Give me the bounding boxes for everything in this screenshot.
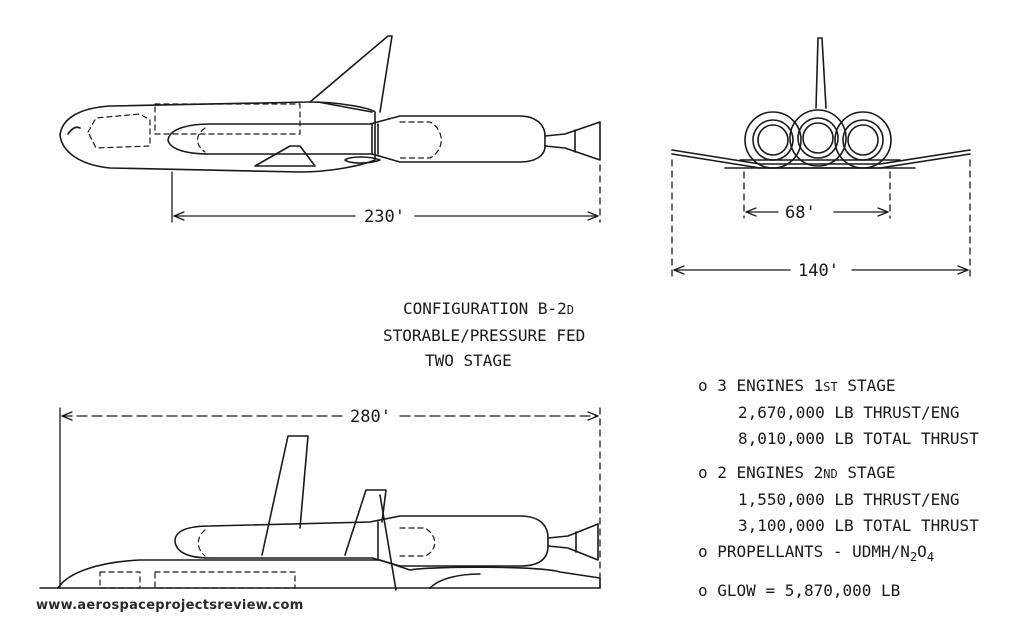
front-view-dimensions [671,159,971,279]
title-line-3: TWO STAGE [425,351,512,370]
side-view-booster [167,115,601,163]
watermark-url: www.aerospaceprojectsreview.com [36,598,304,613]
dim-label-280: 280' [350,407,391,427]
spec-second-stage-engines: o 2 ENGINES 2ND STAGE [698,463,896,482]
configuration-title: CONFIGURATION B-2D STORABLE/PRESSURE FED… [383,296,585,373]
dim-label-230: 230' [364,207,405,227]
specifications-list: o 3 ENGINES 1ST STAGE 2,670,000 LB THRUS… [698,373,979,604]
dim-label-140: 140' [798,261,839,281]
spec-propellants: o PROPELLANTS - UDMH/N2O4 [698,542,935,565]
spec-first-stage-total: 8,010,000 LB TOTAL THRUST [738,429,979,448]
mated-view-dimension [59,407,601,589]
side-view-orbiter [59,35,393,173]
mated-view-orbiter [174,435,599,591]
front-view [671,37,971,169]
spec-first-stage-engines: o 3 ENGINES 1ST STAGE [698,376,896,395]
spec-second-stage-thrust: 1,550,000 LB THRUST/ENG [738,490,960,509]
side-view-dimension [171,164,601,223]
dim-label-68: 68' [785,203,816,223]
spec-second-stage-total: 3,100,000 LB TOTAL THRUST [738,516,979,535]
mated-view-booster [57,559,601,589]
spec-glow: o GLOW = 5,870,000 LB [698,581,901,601]
spec-first-stage-thrust: 2,670,000 LB THRUST/ENG [738,403,960,422]
title-line-2: STORABLE/PRESSURE FED [383,326,586,345]
title-line-1: CONFIGURATION B-2D [403,299,574,318]
